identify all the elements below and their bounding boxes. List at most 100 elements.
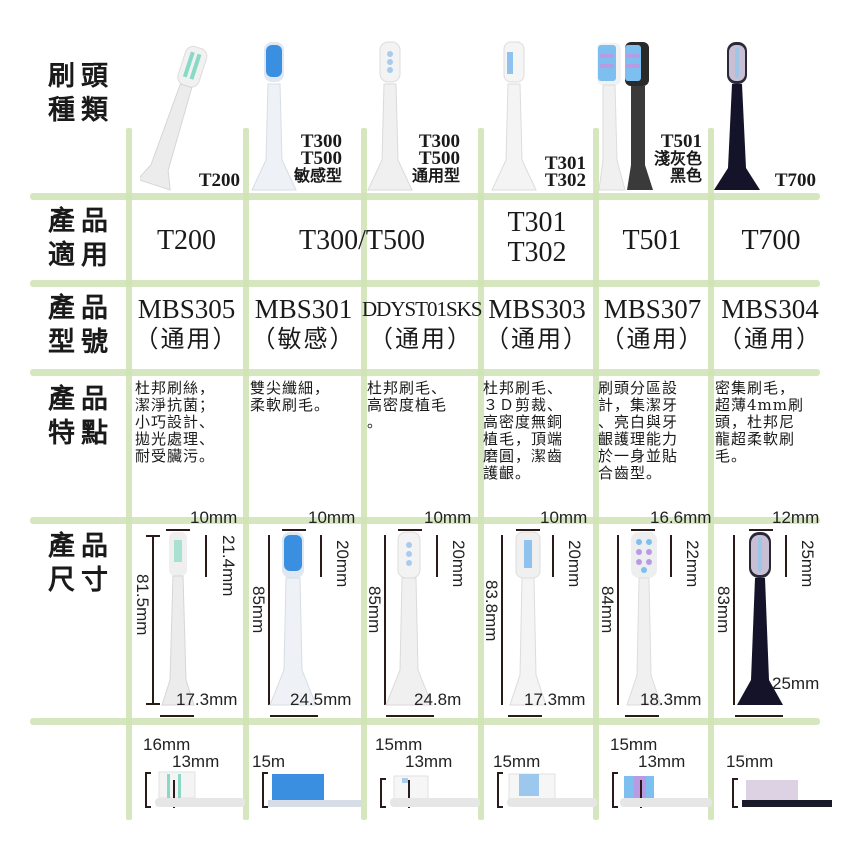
bristle-side-image bbox=[612, 772, 712, 808]
model-col6: MBS304 （通用） bbox=[710, 294, 830, 354]
features-col4: 杜邦刷毛、 ３Ｄ剪裁、 高密度無銅 植毛，頂端 磨圓，潔齒 護齦。 bbox=[483, 380, 593, 482]
row-label-type: 刷頭 種類 bbox=[48, 60, 118, 128]
type-label-col3: T300 T500 通用型 bbox=[398, 132, 460, 184]
width-bar bbox=[516, 529, 540, 531]
bristle-outer-dim: 15mm bbox=[610, 735, 658, 754]
feature-line: 耐受臟污。 bbox=[135, 447, 216, 465]
brush-head-image-t700 bbox=[714, 42, 760, 190]
model-type: （通用） bbox=[718, 325, 822, 353]
base-bar bbox=[735, 715, 783, 717]
grid-line bbox=[243, 128, 249, 820]
width-dim: 16.6mm bbox=[650, 508, 712, 527]
features-col3: 杜邦刷毛、 高密度植毛 。 bbox=[367, 380, 477, 431]
type-label-line: 黑色 bbox=[669, 166, 702, 185]
width-bar bbox=[631, 529, 655, 531]
type-label-col4: T301 T302 bbox=[528, 153, 586, 191]
base-dim: 17.3mm bbox=[524, 690, 586, 709]
length-bar bbox=[384, 535, 386, 705]
feature-line: 齦護理能力 bbox=[598, 430, 679, 448]
type-label-line: T200 bbox=[198, 170, 240, 191]
bristle-inner-dim: 13mm bbox=[172, 752, 220, 771]
head-bar bbox=[552, 535, 554, 577]
brush-head-image-t301 bbox=[491, 41, 537, 191]
applies-col1: T200 bbox=[130, 226, 243, 256]
feature-line: 柔軟刷毛。 bbox=[250, 396, 331, 414]
grid-line bbox=[478, 128, 484, 820]
length-dim: 85mm bbox=[365, 586, 384, 634]
head-dim: 20mm bbox=[449, 540, 468, 588]
width-bar bbox=[166, 529, 190, 531]
base-dim: 24.5mm bbox=[290, 690, 352, 709]
bristle-outer-dim: 15m bbox=[252, 752, 286, 771]
base-bar bbox=[508, 715, 542, 717]
feature-line: 潔淨抗菌； bbox=[135, 396, 216, 414]
bristle-side-image bbox=[145, 771, 245, 808]
bristle-side-image bbox=[380, 775, 480, 808]
type-label-line: T501 bbox=[660, 131, 702, 152]
length-bar bbox=[268, 535, 270, 705]
bristle-side-image bbox=[262, 772, 362, 808]
brush-head-image bbox=[509, 531, 547, 706]
feature-line: 護齦。 bbox=[483, 464, 532, 482]
type-label-col1: T200 bbox=[180, 170, 240, 191]
row-label-line: 特點 bbox=[48, 418, 114, 449]
type-label-col5: T501 淺灰色 黑色 bbox=[640, 131, 702, 185]
applies-value: T700 bbox=[741, 225, 801, 256]
brush-head-image-t501 bbox=[597, 42, 653, 191]
applies-value: T301 bbox=[507, 207, 567, 238]
width-dim: 12mm bbox=[772, 508, 820, 527]
feature-line: 毛。 bbox=[715, 447, 748, 465]
row-label-line: 種類 bbox=[48, 95, 114, 126]
type-label-line: T700 bbox=[774, 170, 816, 191]
brush-head-image bbox=[269, 532, 317, 706]
feature-line: 雙尖纖細， bbox=[250, 379, 331, 397]
feature-line: 於一身並貼 bbox=[598, 447, 679, 465]
row-label-line: 尺寸 bbox=[48, 565, 114, 596]
base-dim: 24.8m bbox=[414, 690, 462, 709]
base-dim: 17.3mm bbox=[176, 690, 238, 709]
applies-col2-3: T300/T500 bbox=[246, 226, 478, 256]
bristle-inner-dim: 13mm bbox=[405, 752, 453, 771]
bristle-outer-dim: 15mm bbox=[493, 752, 541, 771]
head-bar bbox=[785, 535, 787, 577]
grid-line bbox=[30, 369, 820, 376]
row-label-line: 型號 bbox=[48, 327, 114, 358]
model-col5: MBS307 （通用） bbox=[595, 294, 710, 354]
model-number: MBS304 bbox=[721, 294, 819, 324]
feature-line: 高密度無銅 bbox=[483, 413, 564, 431]
feature-line: 龍超柔軟刷 bbox=[715, 430, 796, 448]
bristle-side-image bbox=[497, 772, 597, 808]
length-bar bbox=[152, 535, 154, 705]
width-dim: 10mm bbox=[540, 508, 588, 527]
width-bar bbox=[749, 529, 773, 531]
head-dim: 25mm bbox=[798, 540, 817, 588]
features-col1: 杜邦刷絲， 潔淨抗菌； 小巧設計、 拋光處理、 耐受臟污。 bbox=[135, 380, 243, 465]
length-dim: 83.8mm bbox=[482, 580, 501, 642]
feature-line: 小巧設計、 bbox=[135, 413, 216, 431]
bristle-inner-dim: 13mm bbox=[638, 752, 686, 771]
length-dim: 85mm bbox=[249, 586, 268, 634]
applies-value: T300/T500 bbox=[299, 225, 425, 256]
length-bar bbox=[733, 535, 735, 705]
width-bar bbox=[398, 529, 422, 531]
width-dim: 10mm bbox=[424, 508, 472, 527]
bar-cap bbox=[146, 703, 160, 705]
head-dim: 22mm bbox=[683, 540, 702, 588]
base-bar bbox=[160, 715, 194, 717]
model-col1: MBS305 （通用） bbox=[128, 294, 245, 354]
model-number: MBS305 bbox=[137, 294, 236, 324]
grid-line bbox=[30, 517, 820, 524]
brush-head-image-t300-general bbox=[367, 41, 413, 191]
type-label-line: T302 bbox=[544, 170, 586, 191]
type-label-line: T301 bbox=[544, 153, 586, 174]
row-label-line: 產品 bbox=[48, 384, 114, 415]
bristle-outer-dim: 15mm bbox=[726, 752, 774, 771]
type-label-col2: T300 T500 敏感型 bbox=[280, 132, 342, 184]
model-number: DDYST01SKS bbox=[362, 297, 483, 321]
feature-line: 頭，杜邦尼 bbox=[715, 413, 796, 431]
model-number: MBS307 bbox=[603, 294, 702, 324]
brush-head-image bbox=[385, 531, 433, 706]
row-label-model: 產品 型號 bbox=[48, 292, 118, 360]
width-dim: 10mm bbox=[190, 508, 238, 527]
grid-line bbox=[30, 280, 820, 287]
